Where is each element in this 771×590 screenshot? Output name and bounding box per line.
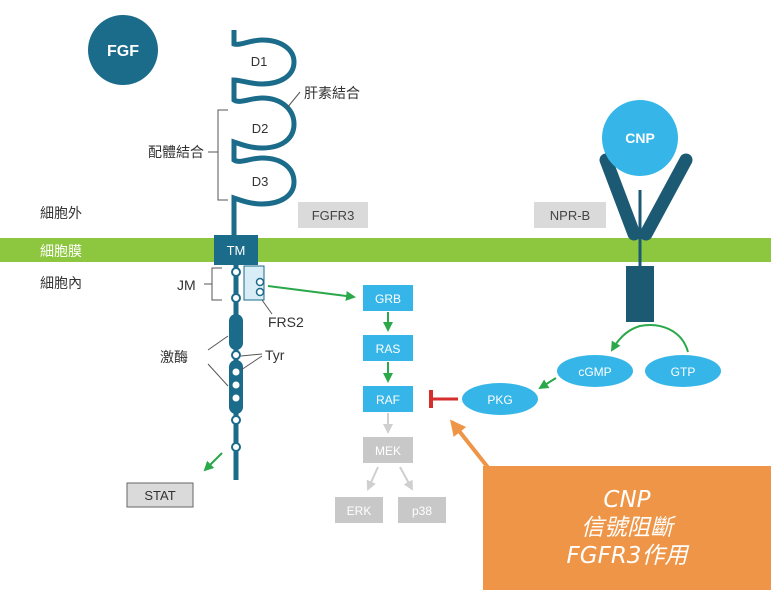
frs2-to-grb-arrow bbox=[268, 286, 354, 297]
gtp-label: GTP bbox=[671, 365, 696, 379]
cnp-inhibition-callout: CNP 信號阻斷 FGFR3作用 bbox=[483, 466, 771, 590]
kinase-block-upper bbox=[229, 314, 243, 350]
tyr-pointer-upper bbox=[241, 354, 262, 356]
cgmp-to-pkg-arrow bbox=[540, 378, 556, 388]
frs2-site-2 bbox=[257, 289, 264, 296]
d2-label: D2 bbox=[252, 121, 269, 136]
npr-b-label: NPR-B bbox=[550, 208, 590, 223]
d3-label: D3 bbox=[252, 174, 269, 189]
intracellular-label: 細胞內 bbox=[40, 276, 82, 292]
kinase-pointer-lower bbox=[208, 364, 228, 386]
frs2-label: FRS2 bbox=[268, 314, 304, 330]
pkg-label: PKG bbox=[487, 393, 512, 407]
callout-line-1: CNP bbox=[483, 486, 771, 514]
tyr-site-2 bbox=[233, 369, 240, 376]
tyr-site-4 bbox=[233, 395, 240, 402]
erk-label: ERK bbox=[347, 504, 372, 518]
frs2-pointer-line bbox=[262, 300, 272, 314]
tyr-site-1 bbox=[232, 351, 240, 359]
cell-membrane-band bbox=[0, 238, 771, 262]
tyr-site-6 bbox=[232, 443, 240, 451]
kinase-pointer-upper bbox=[208, 336, 228, 350]
mek-to-p38-arrow bbox=[400, 467, 412, 489]
cgmp-label: cGMP bbox=[578, 365, 611, 379]
npr-b-intracellular-block bbox=[626, 266, 654, 322]
p38-label: p38 bbox=[412, 504, 432, 518]
mek-to-erk-arrow bbox=[368, 467, 378, 489]
gtp-to-cgmp-arrow bbox=[612, 325, 688, 352]
mek-label: MEK bbox=[375, 444, 401, 458]
ras-label: RAS bbox=[376, 342, 401, 356]
callout-line-2: 信號阻斷 bbox=[483, 514, 771, 542]
callout-line-3: FGFR3作用 bbox=[483, 542, 771, 570]
heparin-pointer-line bbox=[287, 92, 300, 108]
tyr-pointer-lower bbox=[241, 356, 262, 370]
jm-label: JM bbox=[177, 277, 196, 293]
callout-pointer-arrow bbox=[452, 422, 490, 470]
extracellular-label: 細胞外 bbox=[40, 206, 82, 222]
membrane-label: 細胞膜 bbox=[40, 244, 82, 260]
stat-label: STAT bbox=[144, 488, 175, 503]
fgf-label: FGF bbox=[107, 43, 139, 60]
ligand-binding-bracket bbox=[208, 110, 228, 200]
fgfr3-label: FGFR3 bbox=[312, 208, 355, 223]
raf-label: RAF bbox=[376, 393, 400, 407]
frs2-site-1 bbox=[257, 279, 264, 286]
jm-tyr-site-2 bbox=[232, 294, 240, 302]
stat-arrow bbox=[205, 453, 222, 470]
kinase-label: 激酶 bbox=[160, 349, 188, 366]
d1-label: D1 bbox=[251, 54, 268, 69]
jm-tyr-site-1 bbox=[232, 268, 240, 276]
tm-label: TM bbox=[227, 243, 246, 258]
grb-label: GRB bbox=[375, 292, 401, 306]
heparin-binding-label: 肝素結合 bbox=[304, 86, 360, 102]
tyr-site-5 bbox=[232, 416, 240, 424]
tyr-label: Tyr bbox=[265, 347, 285, 363]
cnp-label: CNP bbox=[625, 130, 655, 146]
tyr-site-3 bbox=[233, 382, 240, 389]
jm-bracket bbox=[204, 268, 222, 300]
ligand-binding-label: 配體結合 bbox=[148, 145, 204, 161]
